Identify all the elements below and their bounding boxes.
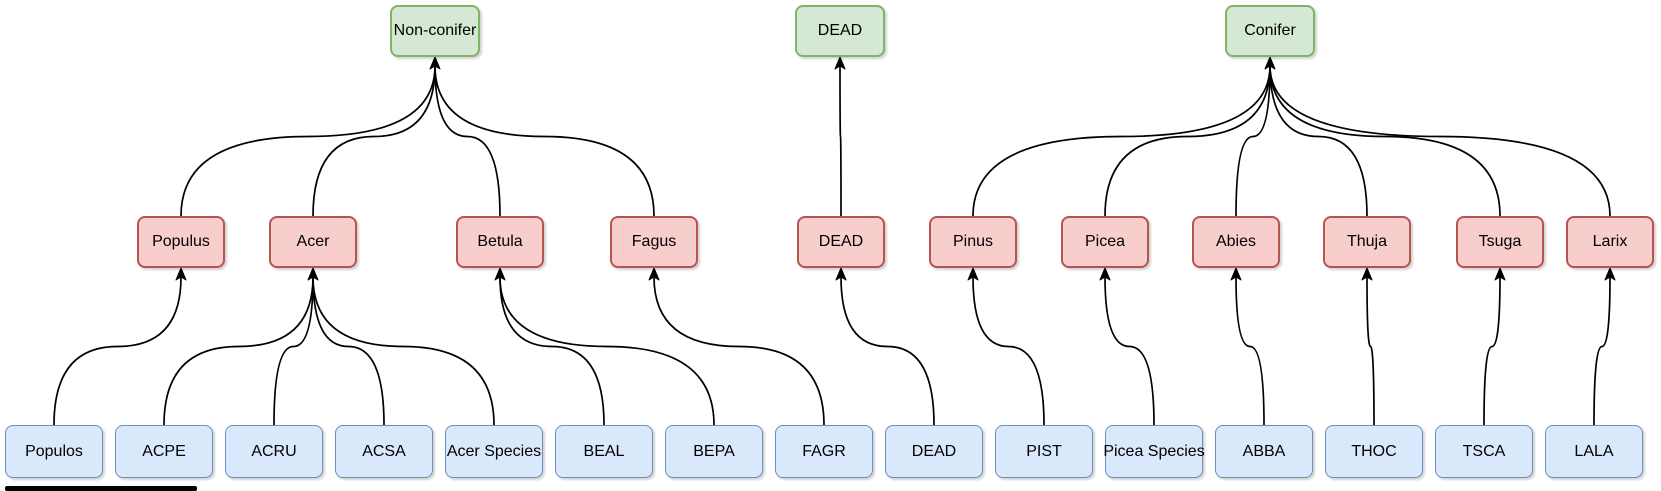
node-abies[interactable]: Abies: [1192, 216, 1280, 268]
edge-acru-to-acer: [273, 276, 314, 426]
arrowhead-abies: [1230, 267, 1242, 281]
arrowhead-tsuga: [1494, 267, 1506, 281]
node-bepa[interactable]: BEPA: [665, 425, 763, 478]
node-dead-class[interactable]: DEAD: [795, 5, 885, 57]
node-populus[interactable]: Populus: [137, 216, 225, 268]
node-acsa[interactable]: ACSA: [335, 425, 433, 478]
node-acpe[interactable]: ACPE: [115, 425, 213, 478]
node-dead-species[interactable]: DEAD: [885, 425, 983, 478]
edge-acpe-to-acer: [163, 276, 314, 426]
arrowhead-acer: [307, 267, 319, 281]
arrowhead-fagus: [648, 267, 660, 281]
arrowhead-picea: [1099, 267, 1111, 281]
edge-tsca-to-tsuga: [1483, 276, 1501, 426]
edge-acsa-to-acer: [312, 276, 385, 426]
node-dead-genus[interactable]: DEAD: [797, 216, 885, 268]
edge-thuja-to-conifer: [1269, 65, 1368, 217]
edge-tsuga-to-conifer: [1269, 65, 1501, 217]
arrowhead-dead-genus: [835, 267, 847, 281]
node-abba[interactable]: ABBA: [1215, 425, 1313, 478]
node-picea-species[interactable]: Picea Species: [1103, 425, 1205, 478]
arrowhead-non-conifer: [429, 56, 441, 70]
edge-picea-species-to-picea: [1104, 276, 1155, 426]
edge-lala-to-larix: [1593, 276, 1611, 426]
edge-dead-genus-to-dead-class: [839, 65, 842, 217]
edge-larix-to-conifer: [1269, 65, 1611, 217]
edge-thoc-to-thuja: [1366, 276, 1375, 426]
node-beal[interactable]: BEAL: [555, 425, 653, 478]
node-thoc[interactable]: THOC: [1325, 425, 1423, 478]
node-populos[interactable]: Populos: [5, 425, 103, 478]
edge-populos-to-populus: [53, 276, 182, 426]
node-pinus[interactable]: Pinus: [929, 216, 1017, 268]
node-conifer[interactable]: Conifer: [1225, 5, 1315, 57]
node-lala[interactable]: LALA: [1545, 425, 1643, 478]
node-acer[interactable]: Acer: [269, 216, 357, 268]
edge-abies-to-conifer: [1235, 65, 1271, 217]
edge-acer-to-non-conifer: [312, 65, 436, 217]
node-betula[interactable]: Betula: [456, 216, 544, 268]
edge-pist-to-pinus: [972, 276, 1045, 426]
arrowhead-larix: [1604, 267, 1616, 281]
node-non-conifer[interactable]: Non-conifer: [390, 5, 480, 57]
node-picea[interactable]: Picea: [1061, 216, 1149, 268]
node-acer-species[interactable]: Acer Species: [445, 425, 543, 478]
node-pist[interactable]: PIST: [995, 425, 1093, 478]
edge-populus-to-non-conifer: [180, 65, 436, 217]
arrowhead-conifer: [1264, 56, 1276, 70]
edge-picea-to-conifer: [1104, 65, 1271, 217]
node-fagus[interactable]: Fagus: [610, 216, 698, 268]
edge-dead-species-to-dead-genus: [840, 276, 935, 426]
arrowhead-dead-class: [834, 56, 846, 70]
edge-abba-to-abies: [1235, 276, 1265, 426]
arrowhead-betula: [494, 267, 506, 281]
edge-bepa-to-betula: [499, 276, 715, 426]
edge-fagus-to-non-conifer: [434, 65, 655, 217]
arrowhead-thuja: [1361, 267, 1373, 281]
edge-beal-to-betula: [499, 276, 605, 426]
node-fagr[interactable]: FAGR: [775, 425, 873, 478]
edge-pinus-to-conifer: [972, 65, 1271, 217]
node-tsuga[interactable]: Tsuga: [1456, 216, 1544, 268]
arrowhead-pinus: [967, 267, 979, 281]
node-thuja[interactable]: Thuja: [1323, 216, 1411, 268]
node-tsca[interactable]: TSCA: [1435, 425, 1533, 478]
edge-betula-to-non-conifer: [434, 65, 501, 217]
edge-acer-species-to-acer: [312, 276, 495, 426]
node-acru[interactable]: ACRU: [225, 425, 323, 478]
node-larix[interactable]: Larix: [1566, 216, 1654, 268]
edge-fagr-to-fagus: [653, 276, 825, 426]
arrowhead-populus: [175, 267, 187, 281]
cutoff-element-fragment: [5, 486, 197, 491]
